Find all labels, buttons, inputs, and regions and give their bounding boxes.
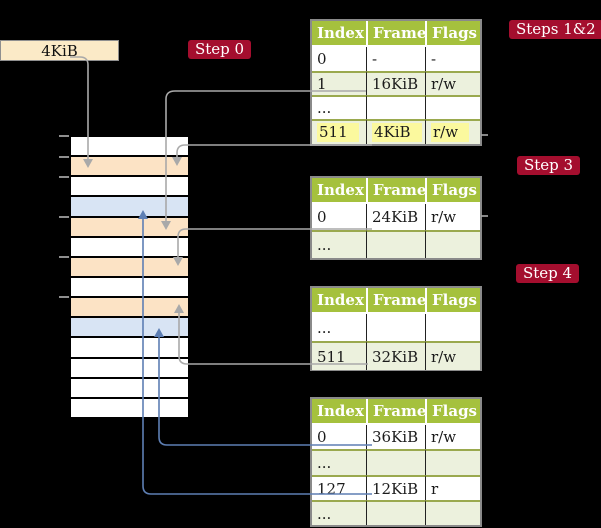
- table-cell: [425, 230, 480, 258]
- table-cell: ...: [312, 449, 366, 475]
- table-cell: 511: [312, 341, 366, 370]
- memory-tick: [59, 156, 69, 158]
- table-cell: r/w: [425, 204, 480, 230]
- table-cell: -: [425, 47, 480, 71]
- column-header-flags: Flags: [425, 178, 480, 204]
- table-cell: ...: [312, 230, 366, 258]
- highlighted-value: r/w: [431, 123, 470, 142]
- column-header-index: Index: [312, 399, 366, 425]
- memory-row-white: [71, 237, 188, 256]
- table-cell: 127: [312, 475, 366, 500]
- highlighted-value: 4KiB: [372, 123, 422, 142]
- column-header-frame: Frame: [366, 399, 426, 425]
- column-header-frame: Frame: [366, 178, 426, 204]
- memory-row-blue: [71, 197, 188, 216]
- table-cell: [425, 314, 480, 341]
- table-cell: 0: [312, 425, 366, 449]
- table-cell: [366, 449, 425, 475]
- highlighted-value: 511: [317, 123, 359, 142]
- column-header-flags: Flags: [425, 21, 480, 47]
- column-header-index: Index: [312, 178, 366, 204]
- table-cell: [366, 95, 425, 119]
- arrow-table1-entry511-to-frame-4kib: [176, 144, 372, 157]
- memory-row-white: [71, 378, 188, 397]
- table-cell: ...: [312, 500, 366, 525]
- table-cell: r/w: [425, 119, 480, 144]
- step-0-badge: Step 0: [188, 40, 252, 59]
- table-cell: 32KiB: [366, 341, 425, 370]
- table-cell: 0: [312, 47, 366, 71]
- column-header-frame: Frame: [366, 288, 426, 314]
- memory-row-peach: [71, 217, 188, 236]
- memory-row-blue: [71, 318, 188, 337]
- memory-tick: [59, 176, 69, 178]
- table-cell: [425, 95, 480, 119]
- memory-row-white: [71, 177, 188, 196]
- memory-row-peach: [71, 298, 188, 317]
- memory-tick: [59, 256, 69, 258]
- column-header-flags: Flags: [425, 288, 480, 314]
- memory-tick: [59, 296, 69, 298]
- step-4-badge: Step 4: [516, 264, 580, 283]
- table-cell: [366, 500, 425, 525]
- memory-tick: [59, 216, 69, 218]
- physical-memory-column: [69, 135, 190, 419]
- memory-row-peach: [71, 257, 188, 276]
- table-cell: [425, 449, 480, 475]
- step-3-badge: Step 3: [517, 156, 581, 175]
- table-cell: ...: [312, 314, 366, 341]
- table-cell: r/w: [425, 425, 480, 449]
- memory-row-peach: [71, 157, 188, 176]
- table-cell: r/w: [425, 71, 480, 95]
- table-cell: 12KiB: [366, 475, 425, 500]
- table-cell: r/w: [425, 341, 480, 370]
- column-header-index: Index: [312, 21, 366, 47]
- column-header-flags: Flags: [425, 399, 480, 425]
- table-cell: -: [366, 47, 425, 71]
- table-cell: 24KiB: [366, 204, 425, 230]
- table-cell: [425, 500, 480, 525]
- table-cell: 0: [312, 204, 366, 230]
- table-cell: r: [425, 475, 480, 500]
- table-cell: [366, 230, 425, 258]
- table-cell: 511: [312, 119, 366, 144]
- column-header-frame: Frame: [366, 21, 426, 47]
- memory-row-white: [71, 338, 188, 357]
- table-cell: [366, 314, 425, 341]
- memory-row-white: [71, 137, 188, 156]
- memory-row-white: [71, 358, 188, 377]
- frame-4kib-label: 4KiB: [41, 41, 78, 60]
- table-cell: ...: [312, 95, 366, 119]
- memory-row-white: [71, 398, 188, 417]
- table-cell: 1: [312, 71, 366, 95]
- memory-row-white: [71, 277, 188, 297]
- memory-tick: [59, 135, 69, 137]
- table-cell: 16KiB: [366, 71, 425, 95]
- table-cell: 4KiB: [366, 119, 425, 144]
- frame-4kib-label-box: 4KiB: [0, 40, 119, 61]
- table-cell: 36KiB: [366, 425, 425, 449]
- column-header-index: Index: [312, 288, 366, 314]
- steps-1-2-badge: Steps 1&2: [509, 20, 601, 39]
